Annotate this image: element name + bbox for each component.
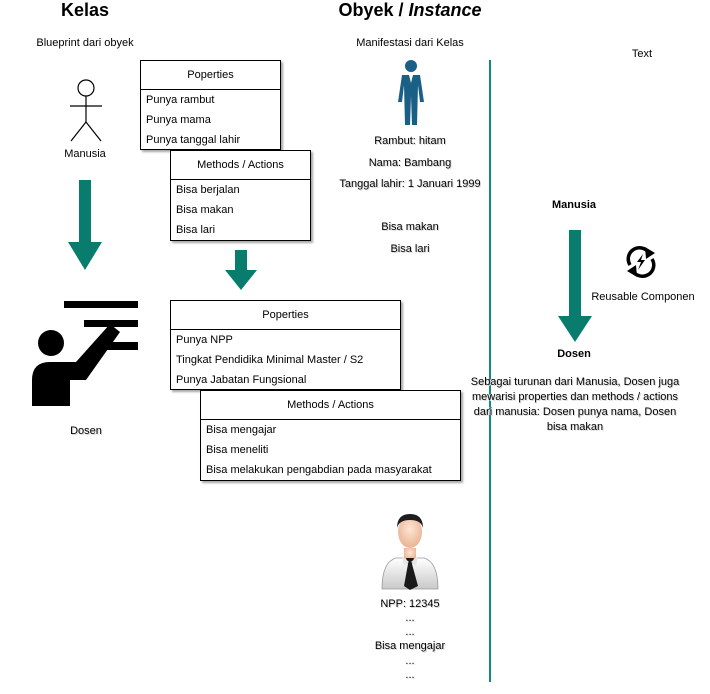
child-class-label: Dosen	[557, 348, 591, 360]
inheritance-arrow-left	[68, 180, 102, 270]
divider-line	[489, 60, 491, 682]
text-placeholder: Text	[631, 48, 653, 60]
manusia-properties-box: Poperties Punya rambut Punya mama Punya …	[140, 60, 281, 150]
methods-header: Methods / Actions	[201, 391, 460, 420]
reusable-caption: Reusable Componen	[591, 291, 695, 303]
reuse-cycle-icon	[626, 246, 656, 278]
method-item: Bisa melakukan pengabdian pada masyaraka…	[206, 464, 432, 476]
instance-action: Bisa makan	[381, 221, 439, 233]
properties-header: Poperties	[171, 301, 400, 330]
instance-title-text: Instance	[408, 0, 482, 20]
property-item: Punya Jabatan Fungsional	[176, 374, 307, 386]
inheritance-description: Sebagai turunan dari Manusia, Dosen juga…	[470, 376, 680, 433]
man-with-tie-icon	[381, 514, 439, 590]
kelas-title: Kelas	[60, 0, 110, 20]
dosen-properties-box: Poperties Punya NPP Tingkat Pendidika Mi…	[170, 300, 401, 390]
methods-header: Methods / Actions	[171, 151, 310, 180]
dosen-class-label: Dosen	[70, 425, 102, 437]
blueprint-caption: Blueprint dari obyek	[36, 37, 134, 49]
dosen-methods-box: Methods / Actions Bisa mengajar Bisa men…	[200, 390, 461, 481]
instance-attr: NPP: 12345	[380, 598, 440, 610]
teacher-icon	[32, 301, 138, 406]
instance-ellipsis: ...	[405, 612, 415, 624]
property-item: Punya rambut	[146, 94, 215, 106]
method-item: Bisa berjalan	[176, 184, 240, 196]
property-item: Punya NPP	[176, 334, 233, 346]
instance-attr: Tanggal lahir: 1 Januari 1999	[339, 178, 481, 190]
instance-attr: Nama: Bambang	[368, 157, 452, 169]
method-item: Bisa mengajar	[206, 424, 277, 436]
stick-figure-icon	[70, 79, 102, 142]
instance-ellipsis: ...	[405, 626, 415, 638]
property-item: Punya mama	[146, 114, 211, 126]
instance-action: Bisa mengajar	[374, 640, 446, 652]
manusia-class-label: Manusia	[64, 148, 106, 160]
method-item: Bisa lari	[176, 224, 216, 236]
instance-ellipsis: ...	[405, 655, 415, 667]
person-suit-icon	[398, 60, 424, 125]
down-arrow-small	[225, 250, 257, 290]
obyek-title-text: Obyek /	[338, 0, 409, 20]
properties-header: Poperties	[141, 61, 280, 90]
property-item: Tingkat Pendidika Minimal Master / S2	[176, 354, 364, 366]
instance-attr: Rambut: hitam	[374, 135, 446, 147]
manifestasi-caption: Manifestasi dari Kelas	[356, 37, 464, 49]
manusia-methods-box: Methods / Actions Bisa berjalan Bisa mak…	[170, 150, 311, 241]
inheritance-arrow-right	[558, 230, 592, 342]
instance-action: Bisa lari	[390, 243, 430, 255]
instance-ellipsis: ...	[405, 669, 415, 681]
obyek-title: Obyek / Instance	[330, 0, 490, 21]
method-item: Bisa makan	[176, 204, 234, 216]
parent-class-label: Manusia	[551, 199, 596, 211]
property-item: Punya tanggal lahir	[146, 134, 241, 146]
method-item: Bisa meneliti	[206, 444, 269, 456]
